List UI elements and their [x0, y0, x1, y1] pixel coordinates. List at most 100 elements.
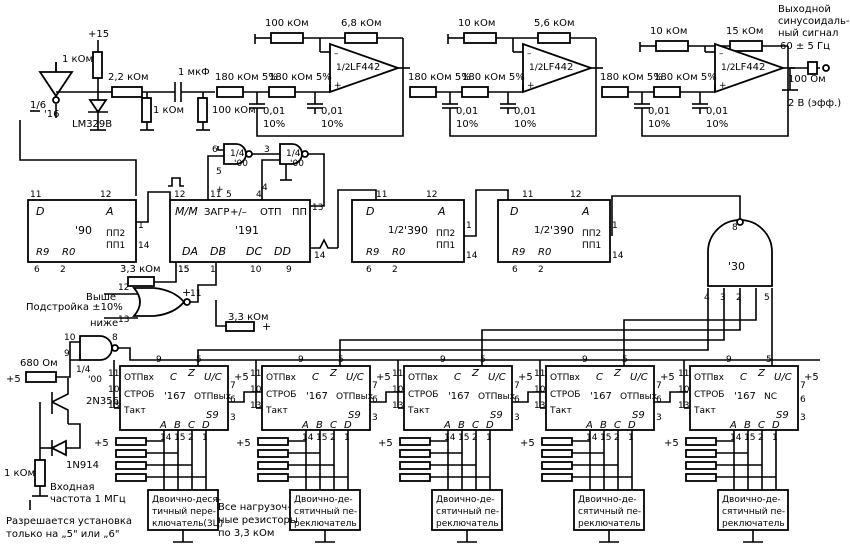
- svg-text:15: 15: [600, 433, 611, 443]
- pullup-label: 1 кОм: [62, 54, 93, 65]
- pullup-note: Все нагрузоч- ные резисторы по 3,3 кОм: [218, 502, 298, 539]
- pin-pp1: ПП1: [436, 241, 455, 251]
- pin-otpvyx: NC: [764, 392, 777, 402]
- capacitor-tol: 10%: [648, 119, 670, 130]
- pin-d: D: [510, 205, 518, 218]
- svg-text:9: 9: [440, 355, 446, 365]
- r-1k-shunt: [141, 97, 152, 123]
- plus-sign: +: [719, 81, 727, 91]
- pin-otpvx: ОТПвх: [550, 373, 581, 383]
- svg-text:8: 8: [732, 223, 738, 233]
- svg-text:15: 15: [174, 433, 185, 443]
- bcd-switch-label: сятичный пе-: [294, 507, 357, 517]
- input-label-2: частота 1 МГц: [50, 494, 126, 505]
- bcd-switch[interactable]: [717, 489, 789, 531]
- feedback-resistor-label: 5,6 кОм: [534, 18, 575, 29]
- svg-text:3: 3: [230, 413, 236, 423]
- divider-vplus: +5: [234, 372, 249, 383]
- nand-frac-b: 1/4: [286, 149, 301, 159]
- svg-text:13: 13: [312, 203, 323, 213]
- svg-text:3: 3: [372, 413, 378, 423]
- pin-strob: СТРОБ: [550, 390, 580, 400]
- pin-z: Z: [187, 368, 196, 379]
- svg-text:2: 2: [392, 265, 398, 275]
- bcd-switch-label: тичный пере-: [152, 507, 216, 517]
- bcd-switch-label: реключатель: [722, 519, 785, 529]
- svg-text:2: 2: [60, 265, 66, 275]
- pin-takt: Такт: [265, 406, 288, 416]
- r-2k2: [111, 86, 143, 98]
- svg-text:6: 6: [512, 265, 518, 275]
- chip-390-label: '390: [550, 224, 574, 237]
- svg-text:7: 7: [514, 381, 520, 391]
- bcd-switch[interactable]: [147, 489, 219, 531]
- svg-text:7: 7: [230, 381, 236, 391]
- pin-uc: U/C: [488, 372, 506, 383]
- chip-167-label: '167: [448, 391, 470, 402]
- pin-pp2: ПП2: [106, 229, 125, 239]
- svg-text:5: 5: [216, 167, 222, 177]
- pullup-resistor: [92, 51, 103, 79]
- series-resistor-2-label: 180 кОм 5%: [269, 72, 332, 83]
- pin-zagr: ЗАГР: [204, 207, 229, 218]
- svg-text:11: 11: [376, 190, 387, 200]
- pin-a: A: [301, 420, 309, 431]
- svg-text:9: 9: [726, 355, 732, 365]
- output: Выходной синусоидаль- ный сигнал 60 ± 5 …: [778, 4, 850, 109]
- svg-text:15: 15: [178, 265, 189, 275]
- svg-text:11: 11: [210, 190, 221, 200]
- pin-mm: М/М: [175, 205, 198, 218]
- minus-sign: –: [334, 49, 339, 59]
- pin-db: DB: [210, 245, 226, 258]
- chip-390-frac: 1/2: [534, 225, 550, 236]
- opamp-frac: 1/2: [336, 63, 350, 73]
- bcd-switch-label: Двоично-деся-: [152, 495, 221, 505]
- transistor-label: 2N3563: [86, 396, 125, 407]
- chip-167-label: '167: [164, 391, 186, 402]
- output-terminal: [822, 64, 830, 72]
- nand-chip-b: '00: [290, 159, 304, 169]
- out-r-label: 100 Ом: [788, 74, 826, 85]
- series-resistor-2: [653, 86, 681, 98]
- pin-da: DA: [182, 245, 198, 258]
- pin-pp2: ПП2: [436, 229, 455, 239]
- out-label-4: 60 ± 5 Гц: [780, 41, 830, 52]
- svg-text:15: 15: [744, 433, 755, 443]
- svg-text:2: 2: [330, 433, 336, 443]
- bcd-switch[interactable]: [431, 489, 503, 531]
- fine-label: Подстройка ±10%: [26, 302, 123, 313]
- svg-text:14: 14: [314, 251, 326, 261]
- pin-a: A: [581, 205, 590, 218]
- bcd-switch-label: ключатель(3Ц): [152, 519, 223, 529]
- pullup-note-2: ные резисторы: [218, 515, 298, 526]
- bcd-switch[interactable]: [573, 489, 645, 531]
- divider-vplus: +5: [660, 372, 675, 383]
- capacitor-label: 0,01: [321, 106, 343, 117]
- pin-takt: Такт: [123, 406, 146, 416]
- pin-z: Z: [757, 368, 766, 379]
- svg-text:9: 9: [286, 265, 292, 275]
- series-resistor-1: [409, 86, 437, 98]
- chip-390-label: '390: [404, 224, 428, 237]
- pin-d: D: [344, 420, 352, 431]
- svg-text:4: 4: [262, 183, 268, 193]
- svg-text:14: 14: [612, 251, 624, 261]
- svg-text:9: 9: [582, 355, 588, 365]
- note-2: только на „5" или „6": [6, 529, 119, 540]
- divider-vplus: +5: [804, 372, 819, 383]
- pin-cc: C: [614, 420, 621, 431]
- pin-z: Z: [329, 368, 338, 379]
- r680-label: 680 Ом: [20, 358, 58, 369]
- pullup-note-3: по 3,3 кОм: [218, 528, 274, 539]
- series-resistor-1: [601, 86, 629, 98]
- svg-text:1: 1: [138, 221, 144, 231]
- svg-text:12: 12: [118, 283, 129, 293]
- svg-text:5: 5: [764, 293, 770, 303]
- fine-r2-label: 3,3 кОм: [228, 312, 269, 323]
- pin-pm: +/–: [230, 207, 247, 218]
